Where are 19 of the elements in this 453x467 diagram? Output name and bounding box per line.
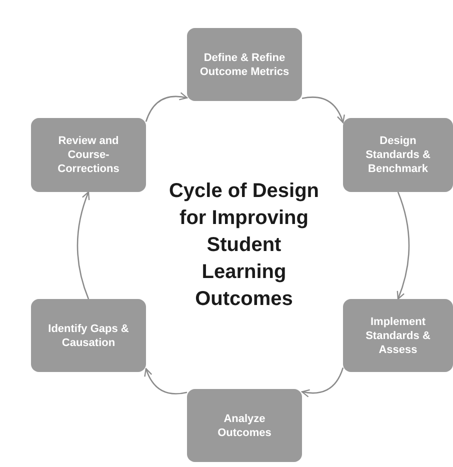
diagram-title: Cycle of Design for Improving Student Learning Outcomes [168,179,320,312]
step-label: Define & Refine Outcome Metrics [200,50,290,78]
process-box [343,118,453,192]
process-box [31,118,146,192]
curved-arrow [145,92,188,122]
curved-arrow [144,368,188,394]
step-label: Identify Gaps & Causation [47,322,130,350]
process-box [31,299,146,372]
curved-arrow [396,192,410,300]
process-box [187,389,302,462]
process-box [187,28,302,101]
curved-arrow [76,191,90,300]
curved-arrow [302,96,345,124]
curved-arrow [301,368,344,398]
step-label: Design Standards & Benchmark [364,134,432,176]
step-label: Implement Standards & Assess [364,314,432,356]
process-box [343,299,453,372]
step-label: Analyze Outcomes [216,412,272,440]
step-label: Review and Course-Corrections [56,134,120,176]
